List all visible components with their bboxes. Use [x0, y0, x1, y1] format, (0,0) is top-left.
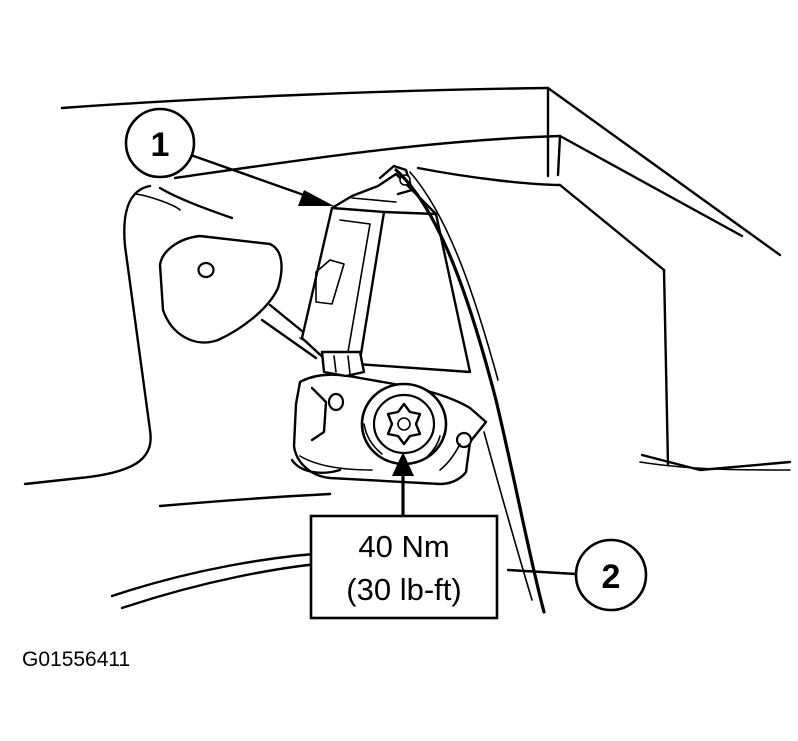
callout-1: 1	[124, 107, 334, 206]
torque-label-box	[309, 514, 499, 620]
callout-1-arrowhead	[298, 190, 334, 206]
callout-1-number: 1	[151, 126, 170, 164]
bolt	[360, 382, 448, 466]
torque-callout: 40 Nm (30 lb-ft)	[309, 452, 499, 620]
torque-metric-value: 40 Nm	[358, 529, 449, 564]
callout-2: 2	[506, 538, 648, 612]
door-module-housing	[300, 164, 472, 374]
figure-id-label: G01556411	[22, 648, 130, 671]
torque-arrowhead	[392, 452, 414, 476]
torque-imperial-value: (30 lb-ft)	[346, 572, 461, 607]
door-body-outline	[23, 86, 792, 610]
mirror-bracket-tab	[158, 234, 331, 360]
callout-2-number: 2	[602, 558, 621, 596]
door-panel-edge	[394, 168, 546, 614]
